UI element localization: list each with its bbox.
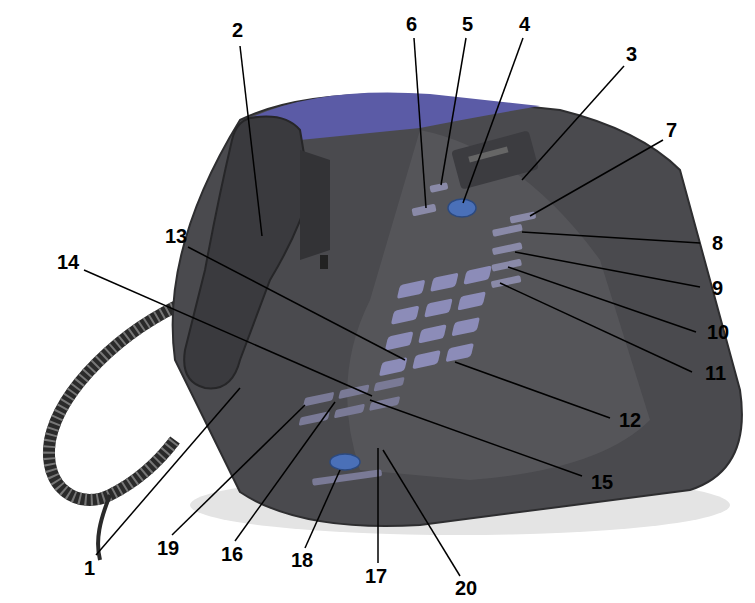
leader-line <box>515 252 700 287</box>
key <box>412 350 441 369</box>
blue-button <box>330 454 360 470</box>
key <box>445 343 474 362</box>
leader-line <box>235 402 335 541</box>
leader-line <box>530 140 663 216</box>
leader-line <box>522 232 700 243</box>
key <box>424 298 453 317</box>
leader-line <box>441 38 466 185</box>
callout-number: 2 <box>231 19 244 41</box>
leader-line <box>455 362 610 418</box>
key <box>457 291 486 310</box>
callout-number: 20 <box>454 577 478 599</box>
callout-number: 15 <box>590 471 614 493</box>
leader-line <box>84 270 372 396</box>
button <box>411 204 436 217</box>
callout-number: 16 <box>220 543 244 565</box>
phone-base <box>173 94 742 526</box>
button <box>303 392 334 407</box>
button <box>509 211 536 223</box>
leader-line <box>500 283 692 372</box>
leader-line <box>522 66 624 180</box>
cradle <box>300 150 330 260</box>
hook-switch <box>320 255 328 269</box>
leader-line <box>96 388 240 555</box>
leader-line <box>463 38 523 203</box>
key <box>463 265 492 284</box>
keypad-panel <box>347 130 650 480</box>
function-buttons <box>480 224 533 288</box>
leader-line <box>305 470 340 548</box>
callout-number: 5 <box>461 13 474 35</box>
callout-number: 8 <box>711 232 724 254</box>
button <box>338 384 369 399</box>
callout-number: 4 <box>518 13 531 35</box>
callout-number: 14 <box>56 251 80 273</box>
key <box>451 317 480 336</box>
handset <box>184 117 310 389</box>
callout-number: 19 <box>156 537 180 559</box>
leader-line <box>383 450 460 576</box>
callout-number: 18 <box>290 549 314 571</box>
key <box>397 280 426 299</box>
key <box>418 324 447 343</box>
button <box>334 404 365 419</box>
leader-line <box>377 448 379 563</box>
callout-number: 3 <box>625 43 638 65</box>
key <box>391 305 420 324</box>
callout-number: 7 <box>665 119 678 141</box>
button <box>429 182 448 193</box>
button <box>312 469 382 486</box>
button <box>299 411 330 426</box>
key <box>385 331 414 350</box>
callout-number: 17 <box>364 565 388 587</box>
leader-line <box>172 405 305 535</box>
callout-number: 6 <box>405 13 418 35</box>
leader-line <box>188 247 405 360</box>
leader-line <box>414 38 426 208</box>
callout-number: 12 <box>618 409 642 431</box>
blue-button <box>448 199 476 217</box>
button <box>492 224 523 237</box>
keypad <box>379 265 492 376</box>
leader-lines <box>84 38 700 576</box>
callout-number: 11 <box>704 362 727 384</box>
callout-number: 13 <box>164 225 188 247</box>
callout-number: 10 <box>706 321 730 343</box>
callout-number: 9 <box>711 277 724 299</box>
bottom-buttons <box>299 377 405 426</box>
leader-line <box>240 46 262 236</box>
leader-line <box>370 400 582 476</box>
callout-number: 1 <box>83 557 96 579</box>
display <box>451 130 539 189</box>
key <box>430 273 459 292</box>
display-mark <box>468 146 508 162</box>
button <box>373 377 404 392</box>
